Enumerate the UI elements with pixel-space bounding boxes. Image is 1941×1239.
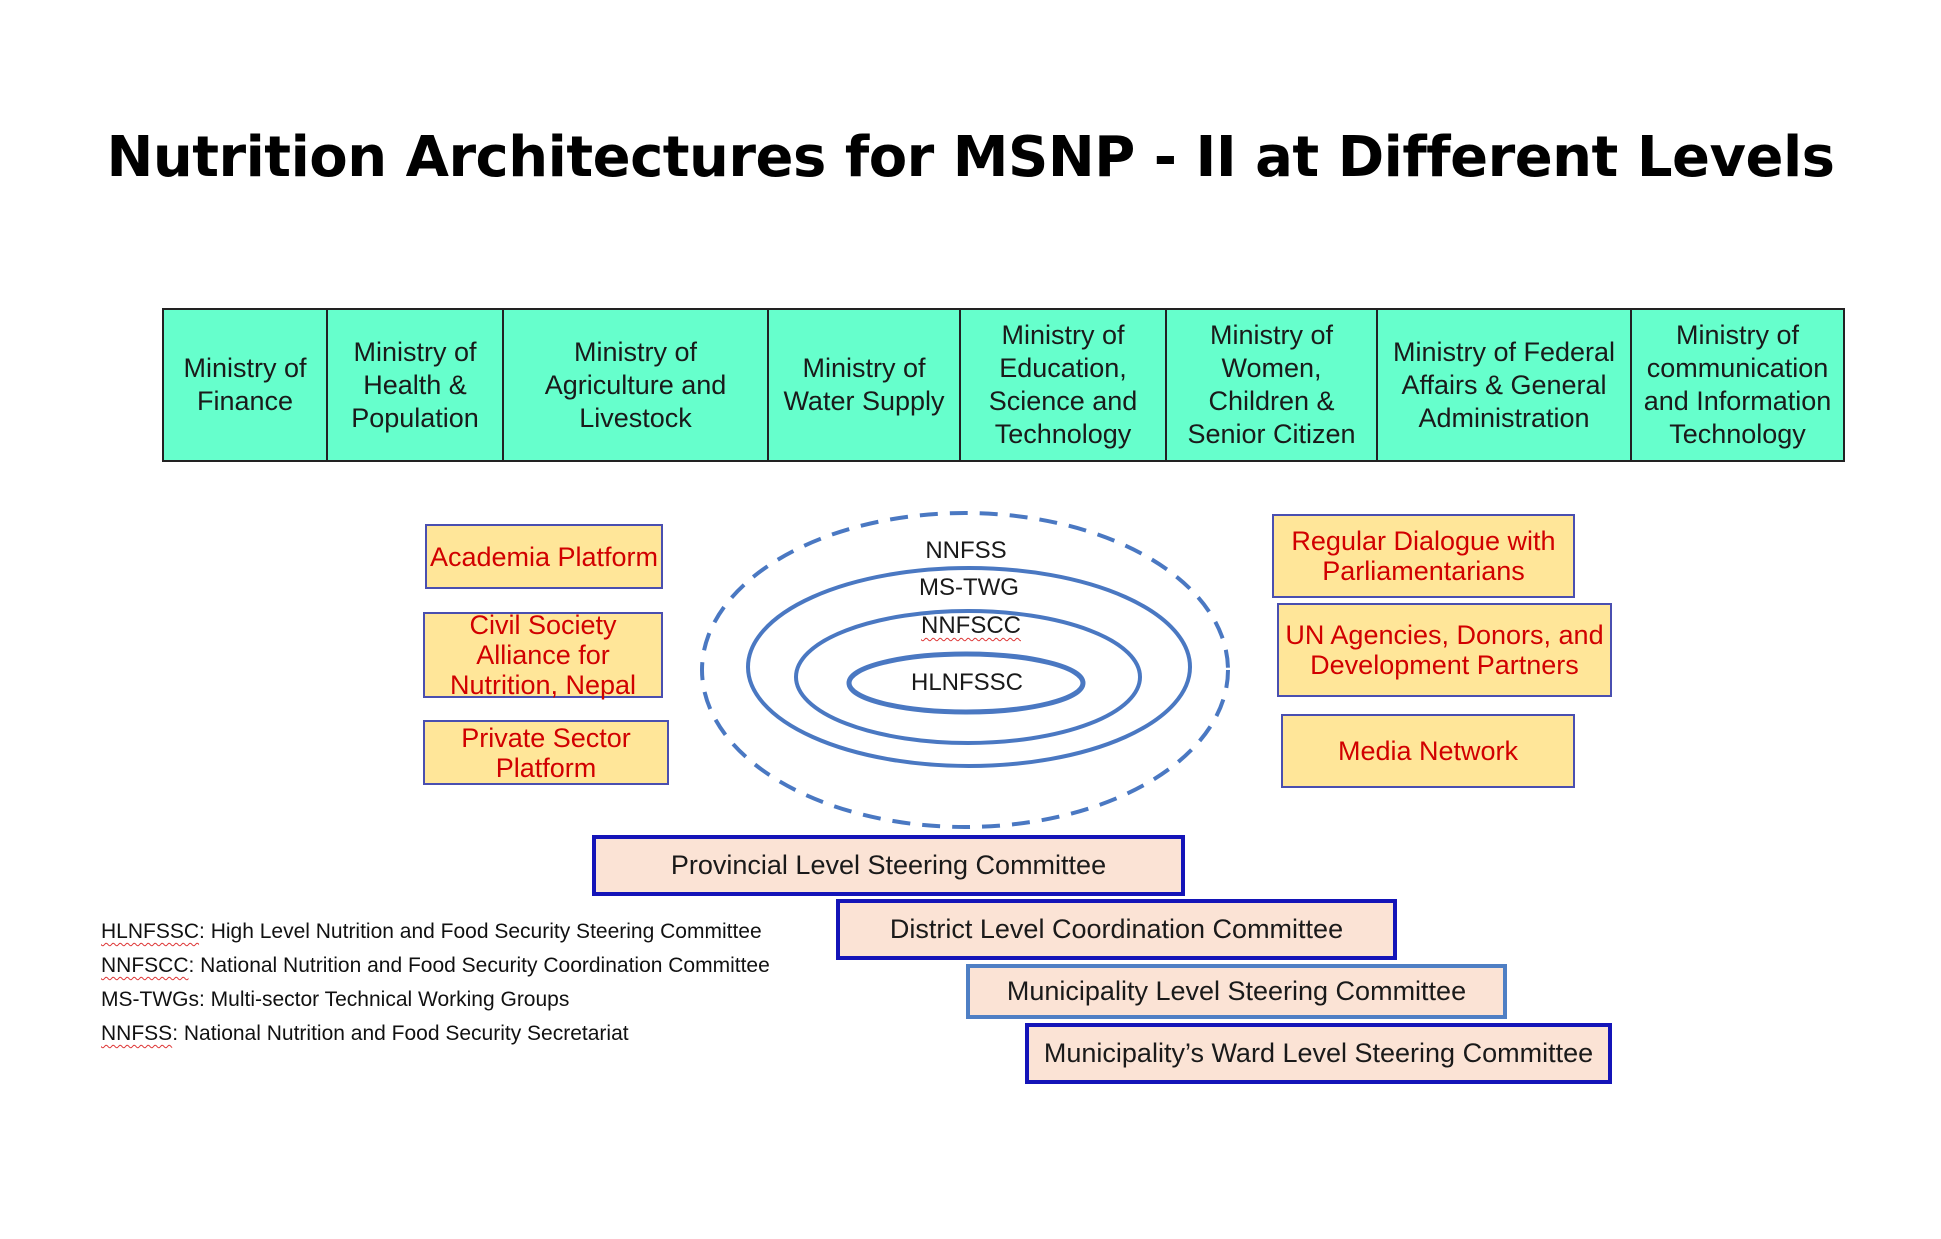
ring-label-ms-twg: MS-TWG <box>919 574 1019 601</box>
ministry-federal-affairs: Ministry of Federal Affairs & General Ad… <box>1378 310 1632 460</box>
un-agencies-donors: UN Agencies, Donors, and Development Par… <box>1277 603 1612 697</box>
ring-label-nnfscc: NNFSCC <box>921 612 1021 639</box>
ministry-finance: Ministry of Finance <box>164 310 328 460</box>
ministry-water-supply: Ministry of Water Supply <box>769 310 961 460</box>
ring-hlnfssc <box>846 651 1086 715</box>
private-sector-platform: Private Sector Platform <box>423 720 669 785</box>
academia-platform: Academia Platform <box>425 524 663 589</box>
legend-row: HLNFSSC: High Level Nutrition and Food S… <box>101 920 762 943</box>
ministry-communication-it: Ministry of communication and Informatio… <box>1643 320 1832 449</box>
ministry-health-population: Ministry of Health & Population <box>328 310 504 460</box>
legend-row: MS-TWGs: Multi-sector Technical Working … <box>101 988 570 1011</box>
ring-nnfss <box>700 511 1230 829</box>
ring-nnfscc <box>794 609 1142 745</box>
ring-label-hlnfssc: HLNFSSC <box>910 669 1024 696</box>
ward-steering-committee: Municipality’s Ward Level Steering Commi… <box>1025 1023 1612 1084</box>
district-coordination-committee: District Level Coordination Committee <box>836 899 1397 960</box>
ministry-women-children-senior: Ministry of Women, Children & Senior Cit… <box>1167 310 1378 460</box>
diagram-title: Nutrition Architectures for MSNP - II at… <box>106 125 1835 190</box>
media-network: Media Network <box>1281 714 1575 788</box>
municipality-steering-committee: Municipality Level Steering Committee <box>966 964 1507 1019</box>
ministries-row: Ministry of Finance Ministry of Health &… <box>162 308 1845 462</box>
legend-row: NNFSS: National Nutrition and Food Secur… <box>101 1022 629 1045</box>
parliamentarians-dialogue: Regular Dialogue with Parliamentarians <box>1272 514 1575 598</box>
civil-society-alliance: Civil Society Alliance for Nutrition, Ne… <box>423 610 663 700</box>
ministry-education-science-technology: Ministry of Education, Science and Techn… <box>961 310 1167 460</box>
provincial-steering-committee: Provincial Level Steering Committee <box>592 835 1185 896</box>
ministry-agriculture-livestock: Ministry of Agriculture and Livestock <box>504 310 769 460</box>
abbreviation-legend: HLNFSSC: High Level Nutrition and Food S… <box>101 915 770 1051</box>
ring-ms-twg <box>746 566 1192 768</box>
ring-label-nnfss: NNFSS <box>925 537 1007 564</box>
legend-row: NNFSCC: National Nutrition and Food Secu… <box>101 954 770 977</box>
